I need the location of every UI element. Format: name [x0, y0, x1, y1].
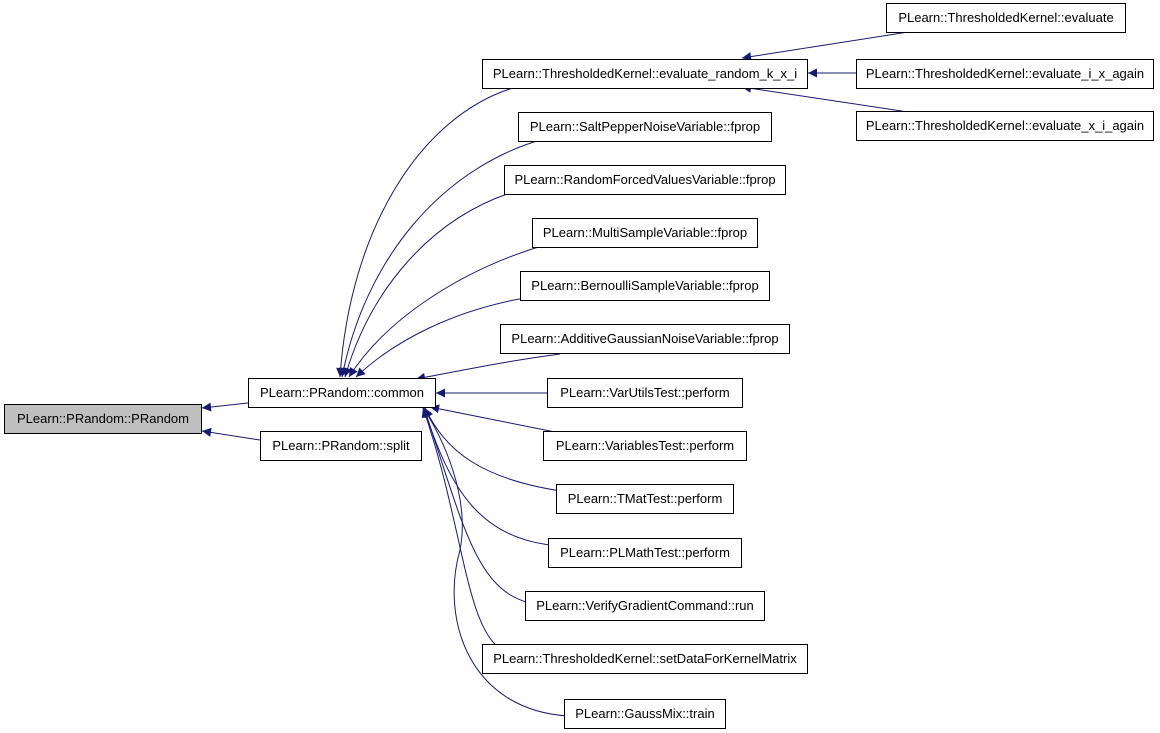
edge-tk-eval-x-i-to-random: [741, 83, 909, 113]
edge-split-to-root: [201, 427, 261, 441]
edge-bernoulli-to-common: [355, 297, 526, 378]
node-tk-setdataforkernelmatrix[interactable]: PLearn::ThresholdedKernel::setDataForKer…: [482, 644, 808, 674]
edge-tk-evaluate-to-random: [741, 31, 909, 62]
edge-saltpepper-to-common: [339, 139, 541, 378]
node-gaussmix-train[interactable]: PLearn::GaussMix::train: [564, 699, 726, 729]
node-bernoulli-fprop[interactable]: PLearn::BernoulliSampleVariable::fprop: [520, 271, 770, 301]
node-prandom-common[interactable]: PLearn::PRandom::common: [248, 378, 436, 408]
node-plmathtest-perform[interactable]: PLearn::PLMathTest::perform: [548, 538, 742, 568]
node-varutilstest-perform[interactable]: PLearn::VarUtilsTest::perform: [547, 378, 743, 408]
node-multisample-fprop[interactable]: PLearn::MultiSampleVariable::fprop: [532, 218, 758, 248]
edge-tmattest-to-common: [424, 407, 569, 493]
edge-additivegauss-to-common: [415, 353, 561, 382]
node-tk-evaluate-random-k-x-i[interactable]: PLearn::ThresholdedKernel::evaluate_rand…: [482, 59, 808, 89]
edge-common-to-root: [201, 402, 249, 412]
edge-tk-random-to-common: [336, 86, 517, 378]
edge-gaussmix-to-common: [422, 407, 569, 717]
node-additivegauss-fprop[interactable]: PLearn::AdditiveGaussianNoiseVariable::f…: [500, 324, 790, 354]
node-tk-evaluate-x-i-again[interactable]: PLearn::ThresholdedKernel::evaluate_x_i_…: [856, 111, 1154, 141]
node-prandom-constructor: PLearn::PRandom::PRandom: [4, 404, 202, 434]
node-tmattest-perform[interactable]: PLearn::TMatTest::perform: [556, 484, 734, 514]
node-tk-evaluate-i-x-again[interactable]: PLearn::ThresholdedKernel::evaluate_i_x_…: [856, 59, 1154, 89]
node-verifygradient-run[interactable]: PLearn::VerifyGradientCommand::run: [525, 591, 765, 621]
edge-randomforced-to-common: [343, 192, 511, 378]
node-tk-evaluate[interactable]: PLearn::ThresholdedKernel::evaluate: [886, 3, 1126, 33]
edge-tk-setdata-to-common: [421, 407, 499, 648]
node-saltpepper-fprop[interactable]: PLearn::SaltPepperNoiseVariable::fprop: [518, 112, 772, 142]
edge-verifygrad-to-common: [422, 407, 531, 604]
edge-variablestest-to-common: [429, 404, 561, 434]
edge-multisample-to-common: [348, 244, 546, 378]
node-randomforced-fprop[interactable]: PLearn::RandomForcedValuesVariable::fpro…: [504, 165, 786, 195]
node-variablestest-perform[interactable]: PLearn::VariablesTest::perform: [543, 431, 747, 461]
node-prandom-split[interactable]: PLearn::PRandom::split: [260, 431, 422, 461]
